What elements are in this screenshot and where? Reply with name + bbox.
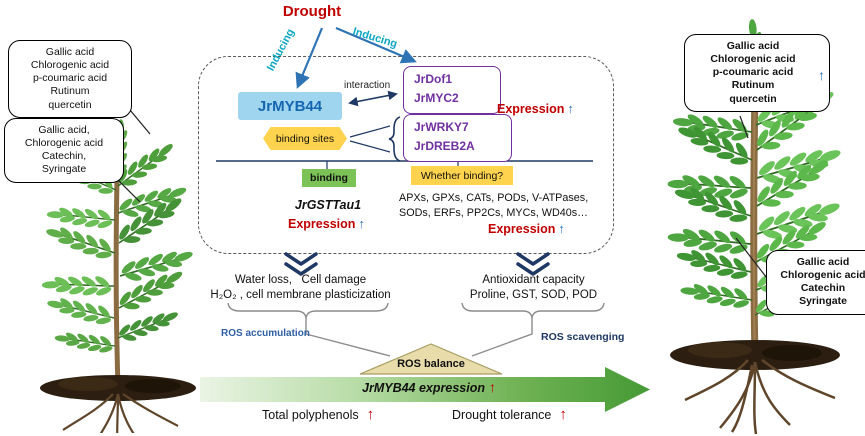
up-arrow-icon: ↑ [567,101,574,116]
jrmyb44-box: JrMYB44 [238,92,342,120]
right-underbrace [461,302,605,319]
expression-label-gst: Expression↑ [288,216,365,231]
drought-title: Drought [282,3,342,20]
tf-box-1: JrDof1 JrMYC2 [403,66,501,114]
left-bottom-callout: Gallic acid, Chlorogenic acid Catechin, … [4,118,124,183]
left-top-callout: Gallic acid Chlorogenic acid p-coumaric … [8,40,132,118]
tf-box-2: JrWRKY7 JrDREB2A [403,114,512,162]
inducing-label-right: Inducing [351,25,399,51]
up-arrow-icon: ↑ [818,66,825,83]
binding-tag: binding [302,169,356,187]
gene-jrdreb2a: JrDREB2A [414,138,475,153]
interaction-label: interaction [344,80,391,91]
up-arrow-icon: ↑ [358,216,365,231]
up-arrow-icon: ↑ [558,221,565,236]
left-plant-illustration [39,117,198,433]
right-bottom-callout: Gallic acid Chlorogenic acid Catechin Sy… [766,250,865,315]
drought-tolerance-label: Drought tolerance↑ [452,406,567,423]
stress-right-block: Antioxidant capacity Proline, GST, SOD, … [469,274,598,301]
stress-left-block: Water loss, Cell damage H₂O₂ , cell memb… [210,274,391,301]
left-underbrace [227,302,389,319]
whether-binding-tag: Whether binding? [411,166,513,185]
up-arrow-icon: ↑ [559,406,567,423]
binding-sites-tag: binding sites [263,127,347,150]
ros-balance-label: ROS balance [397,358,465,370]
ros-scavenging-label: ROS scavenging [541,331,625,343]
up-arrow-icon: ↑ [488,379,496,395]
gene-jrmyc2: JrMYC2 [414,90,459,105]
gene-jrgsttau1: JrGSTTau1 [294,198,362,212]
expression-label-tf: Expression↑ [497,101,574,116]
expression-label-ros-genes: Expression↑ [488,221,565,236]
up-arrow-icon: ↑ [366,406,375,423]
right-plant-illustration [664,17,846,435]
myb44-expression-label: JrMYB44 expression↑ [362,379,496,395]
ros-gene-list: APXs, GPXs, CATs, PODs, V-ATPases, SODs,… [399,192,589,219]
gene-jrwrky7: JrWRKY7 [414,120,469,134]
right-top-callout: Gallic acid Chlorogenic acid p-coumaric … [684,34,830,112]
ros-accumulation-label: ROS accumulation [221,328,310,339]
gene-jrdof1: JrDof1 [414,72,453,86]
total-polyphenols-label: Total polyphenols↑ [262,406,375,423]
chevron-down-icon [284,252,550,276]
